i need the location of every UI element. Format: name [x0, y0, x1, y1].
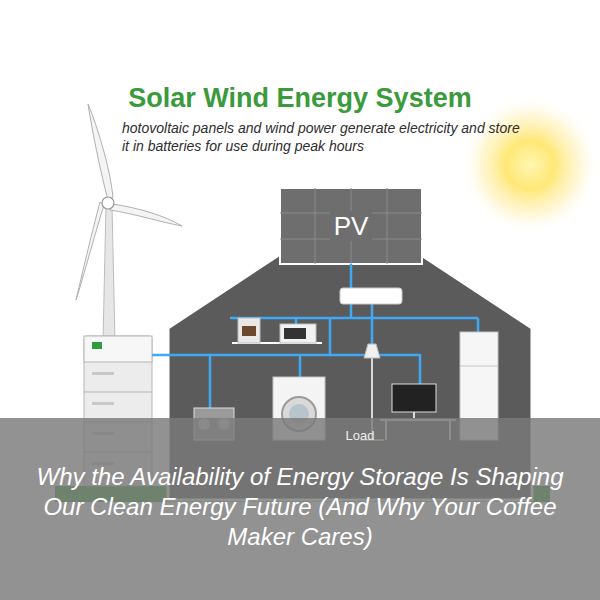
diagram-title: Solar Wind Energy System [0, 82, 600, 114]
sun [460, 95, 600, 235]
load-label: Load [330, 428, 390, 444]
appliances [194, 288, 498, 440]
subtitle-note: hotovoltaic panels and wind power genera… [122, 119, 522, 155]
pv-panel-box: PV [281, 189, 421, 263]
pv-panel [280, 188, 422, 264]
panel-label: PV [330, 211, 373, 241]
article-caption: Why the Availability of Energy Storage I… [30, 462, 570, 552]
caption-band [0, 418, 600, 600]
